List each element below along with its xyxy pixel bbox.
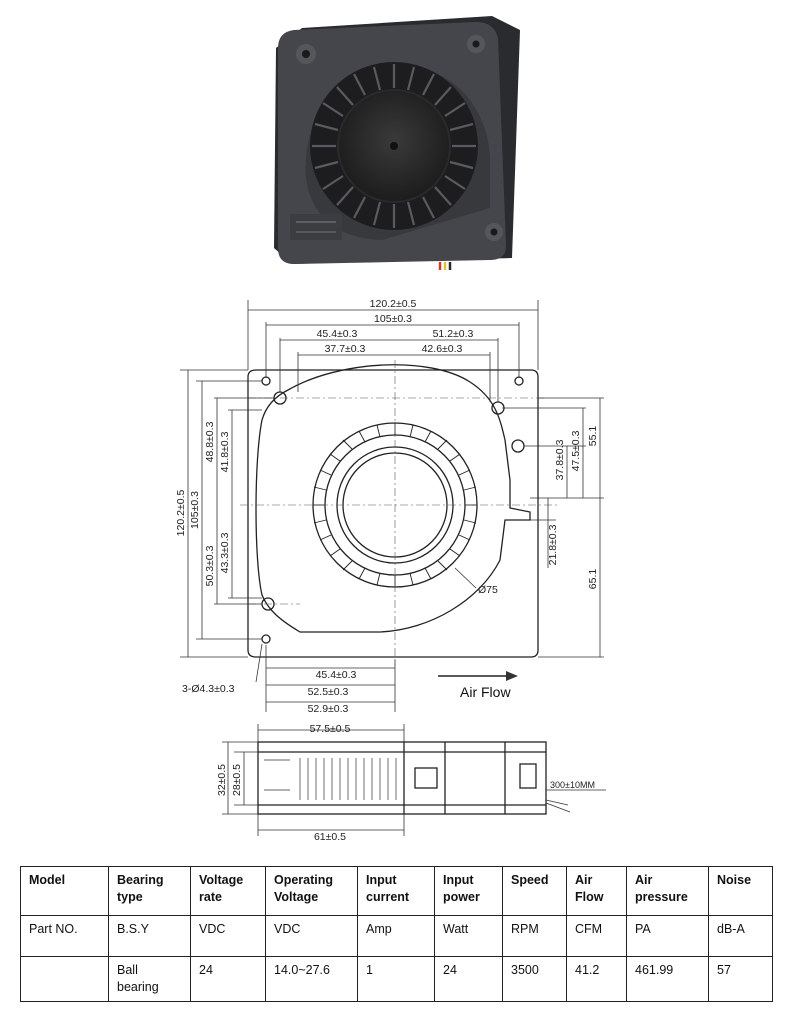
dim-right-2: 47.5±0.3 bbox=[570, 430, 582, 471]
header-cell: Operating Voltage bbox=[265, 866, 358, 916]
dim-side-3: 28±0.5 bbox=[231, 764, 243, 796]
fan-photo bbox=[262, 8, 524, 270]
table-cell: VDC bbox=[265, 915, 358, 957]
header-cell: Input power bbox=[434, 866, 503, 916]
table-cell: 1 bbox=[357, 956, 435, 1002]
dim-top-5: 37.7±0.3 bbox=[325, 343, 366, 355]
spec-table: Model Bearing type Voltage rate Operatin… bbox=[20, 866, 773, 1002]
airflow-label: Air Flow bbox=[460, 684, 511, 700]
header-cell: Speed bbox=[502, 866, 567, 916]
table-cell: Amp bbox=[357, 915, 435, 957]
header-cell: Air Flow bbox=[566, 866, 627, 916]
header-cell: Model bbox=[20, 866, 109, 916]
header-cell: Noise bbox=[708, 866, 773, 916]
dim-bottom-3: 52.9±0.3 bbox=[308, 703, 349, 715]
table-cell: 24 bbox=[190, 956, 266, 1002]
dim-top-4: 51.2±0.3 bbox=[433, 328, 474, 340]
dim-top-1: 120.2±0.5 bbox=[370, 298, 417, 310]
dim-left-6: 43.3±0.3 bbox=[219, 532, 231, 573]
dim-right-4: 21.8±0.3 bbox=[547, 524, 559, 565]
front-view-outline bbox=[247, 364, 539, 658]
table-cell: dB-A bbox=[708, 915, 773, 957]
table-cell: 57 bbox=[708, 956, 773, 1002]
dim-side-1: 57.5±0.5 bbox=[310, 723, 351, 735]
dim-side-5: 300±10MM bbox=[550, 780, 595, 790]
header-cell: Voltage rate bbox=[190, 866, 266, 916]
dim-left-4: 41.8±0.3 bbox=[219, 431, 231, 472]
table-cell: 14.0~27.6 bbox=[265, 956, 358, 1002]
dim-left-3: 48.8±0.3 bbox=[204, 421, 216, 462]
table-cell: Part NO. bbox=[20, 915, 109, 957]
dim-diameter: Ø75 bbox=[478, 584, 498, 596]
table-cell: PA bbox=[626, 915, 709, 957]
table-cell: B.S.Y bbox=[108, 915, 191, 957]
dim-top-2: 105±0.3 bbox=[374, 313, 412, 325]
dim-right-3: 37.8±0.3 bbox=[554, 439, 566, 480]
table-cell: VDC bbox=[190, 915, 266, 957]
table-cell: CFM bbox=[566, 915, 627, 957]
dim-left-2: 105±0.3 bbox=[189, 491, 201, 529]
side-view-outline bbox=[257, 741, 571, 815]
table-cell: 3500 bbox=[502, 956, 567, 1002]
table-cell: 24 bbox=[434, 956, 503, 1002]
table-cell bbox=[20, 956, 109, 1002]
dim-top-3: 45.4±0.3 bbox=[317, 328, 358, 340]
dim-left-5: 50.3±0.3 bbox=[204, 545, 216, 586]
dim-top-6: 42.6±0.3 bbox=[422, 343, 463, 355]
dim-right-5: 65.1 bbox=[587, 569, 599, 590]
table-cell: Watt bbox=[434, 915, 503, 957]
header-cell: Air pressure bbox=[626, 866, 709, 916]
header-cell: Input current bbox=[357, 866, 435, 916]
header-cell: Bearing type bbox=[108, 866, 191, 916]
dim-side-2: 61±0.5 bbox=[314, 831, 346, 843]
table-cell: 41.2 bbox=[566, 956, 627, 1002]
table-cell: Ball bearing bbox=[108, 956, 191, 1002]
dim-left-1: 120.2±0.5 bbox=[175, 490, 187, 537]
dim-bottom-2: 52.5±0.3 bbox=[308, 686, 349, 698]
dim-bottom-1: 45.4±0.3 bbox=[316, 669, 357, 681]
table-cell: RPM bbox=[502, 915, 567, 957]
dim-right-1: 55.1 bbox=[587, 426, 599, 447]
dim-side-4: 32±0.5 bbox=[216, 764, 228, 796]
table-header-row: Model Bearing type Voltage rate Operatin… bbox=[20, 866, 773, 916]
technical-drawing: 120.2±0.5 105±0.3 45.4±0.3 51.2±0.3 37.7… bbox=[175, 298, 606, 843]
table-row: Ball bearing 24 14.0~27.6 1 24 3500 41.2… bbox=[20, 956, 773, 1002]
dim-hole: 3-Ø4.3±0.3 bbox=[182, 683, 235, 695]
table-cell: 461.99 bbox=[626, 956, 709, 1002]
airflow-arrow-icon bbox=[438, 671, 518, 681]
table-row: Part NO. B.S.Y VDC VDC Amp Watt RPM CFM … bbox=[20, 915, 773, 957]
